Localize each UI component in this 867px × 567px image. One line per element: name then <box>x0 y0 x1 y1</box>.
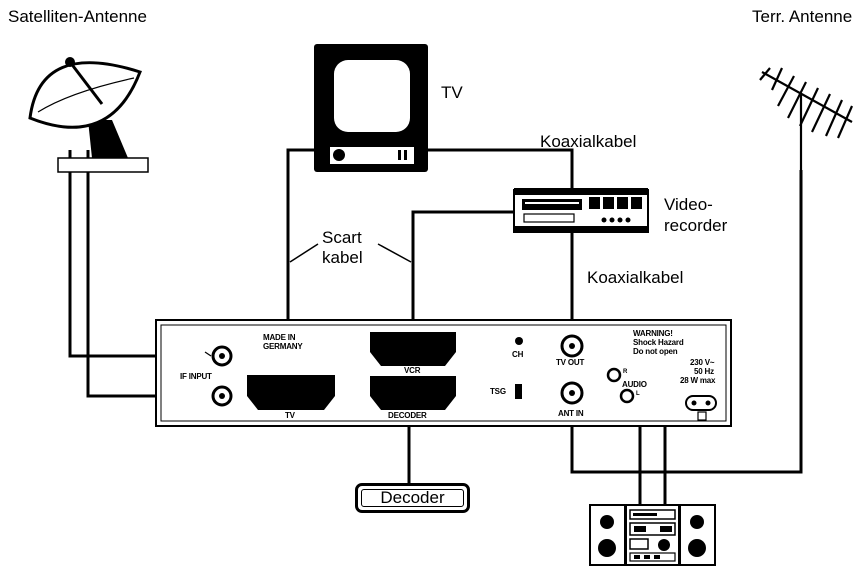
panel-ch: CH <box>512 350 524 359</box>
cable-terr-antin <box>570 170 803 474</box>
stereo-system-icon <box>589 504 716 566</box>
panel-vcr-port: VCR <box>404 366 421 375</box>
audio-l-connector <box>619 388 635 404</box>
panel-made-in-2: GERMANY <box>263 342 303 351</box>
label-vcr-line1: Video- <box>664 195 713 214</box>
panel-tv-out: TV OUT <box>556 358 585 367</box>
cable-scart-vcr <box>411 210 520 332</box>
panel-warning-3: Do not open <box>633 347 678 356</box>
label-coax-top: Koaxialkabel <box>540 132 637 151</box>
panel-made-in-1: MADE IN <box>263 333 296 342</box>
scart-pointer-left <box>289 243 319 263</box>
panel-ant-in: ANT IN <box>558 409 584 418</box>
satellite-dish-icon <box>28 57 149 173</box>
label-vcr-line2: recorder <box>664 216 728 235</box>
decoder-label: Decoder <box>361 488 464 507</box>
panel-tv-port: TV <box>285 411 295 420</box>
label-tv: TV <box>441 83 463 102</box>
label-scart-line2: kabel <box>322 248 363 267</box>
label-terrestrial-antenna: Terr. Antenne <box>752 7 853 26</box>
panel-decoder-port: DECODER <box>388 411 427 420</box>
panel-tsg: TSG <box>490 387 506 396</box>
scart-socket-tv <box>247 375 335 410</box>
cable-tv-vcr-coax <box>400 148 574 192</box>
decoder-box: Decoder <box>355 483 470 513</box>
label-coax-mid: Koaxialkabel <box>587 268 684 287</box>
panel-power-2: 50 Hz <box>694 367 714 376</box>
panel-audio-l: L <box>636 391 640 397</box>
ch-button <box>515 337 523 345</box>
tv-icon <box>314 44 428 172</box>
panel-warning-2: Shock Hazard <box>633 338 684 347</box>
panel-audio: AUDIO <box>622 380 647 389</box>
scart-socket-vcr <box>370 332 456 366</box>
tsg-switch <box>515 384 522 399</box>
video-recorder-icon <box>513 188 649 233</box>
audio-r-connector <box>606 367 622 383</box>
scart-socket-decoder <box>370 376 456 410</box>
panel-audio-r: R <box>623 369 628 375</box>
power-socket <box>685 395 717 411</box>
panel-if-input: IF INPUT <box>180 372 212 381</box>
panel-power-3: 28 W max <box>680 376 716 385</box>
label-scart-line1: Scart <box>322 228 362 247</box>
panel-warning-1: WARNING! <box>633 329 673 338</box>
receiver-back-panel <box>155 319 732 427</box>
panel-power-1: 230 V~ <box>690 358 715 367</box>
terrestrial-antenna-icon <box>759 67 854 170</box>
scart-pointer-right <box>377 243 412 263</box>
label-satellite-antenna: Satelliten-Antenne <box>8 7 147 26</box>
